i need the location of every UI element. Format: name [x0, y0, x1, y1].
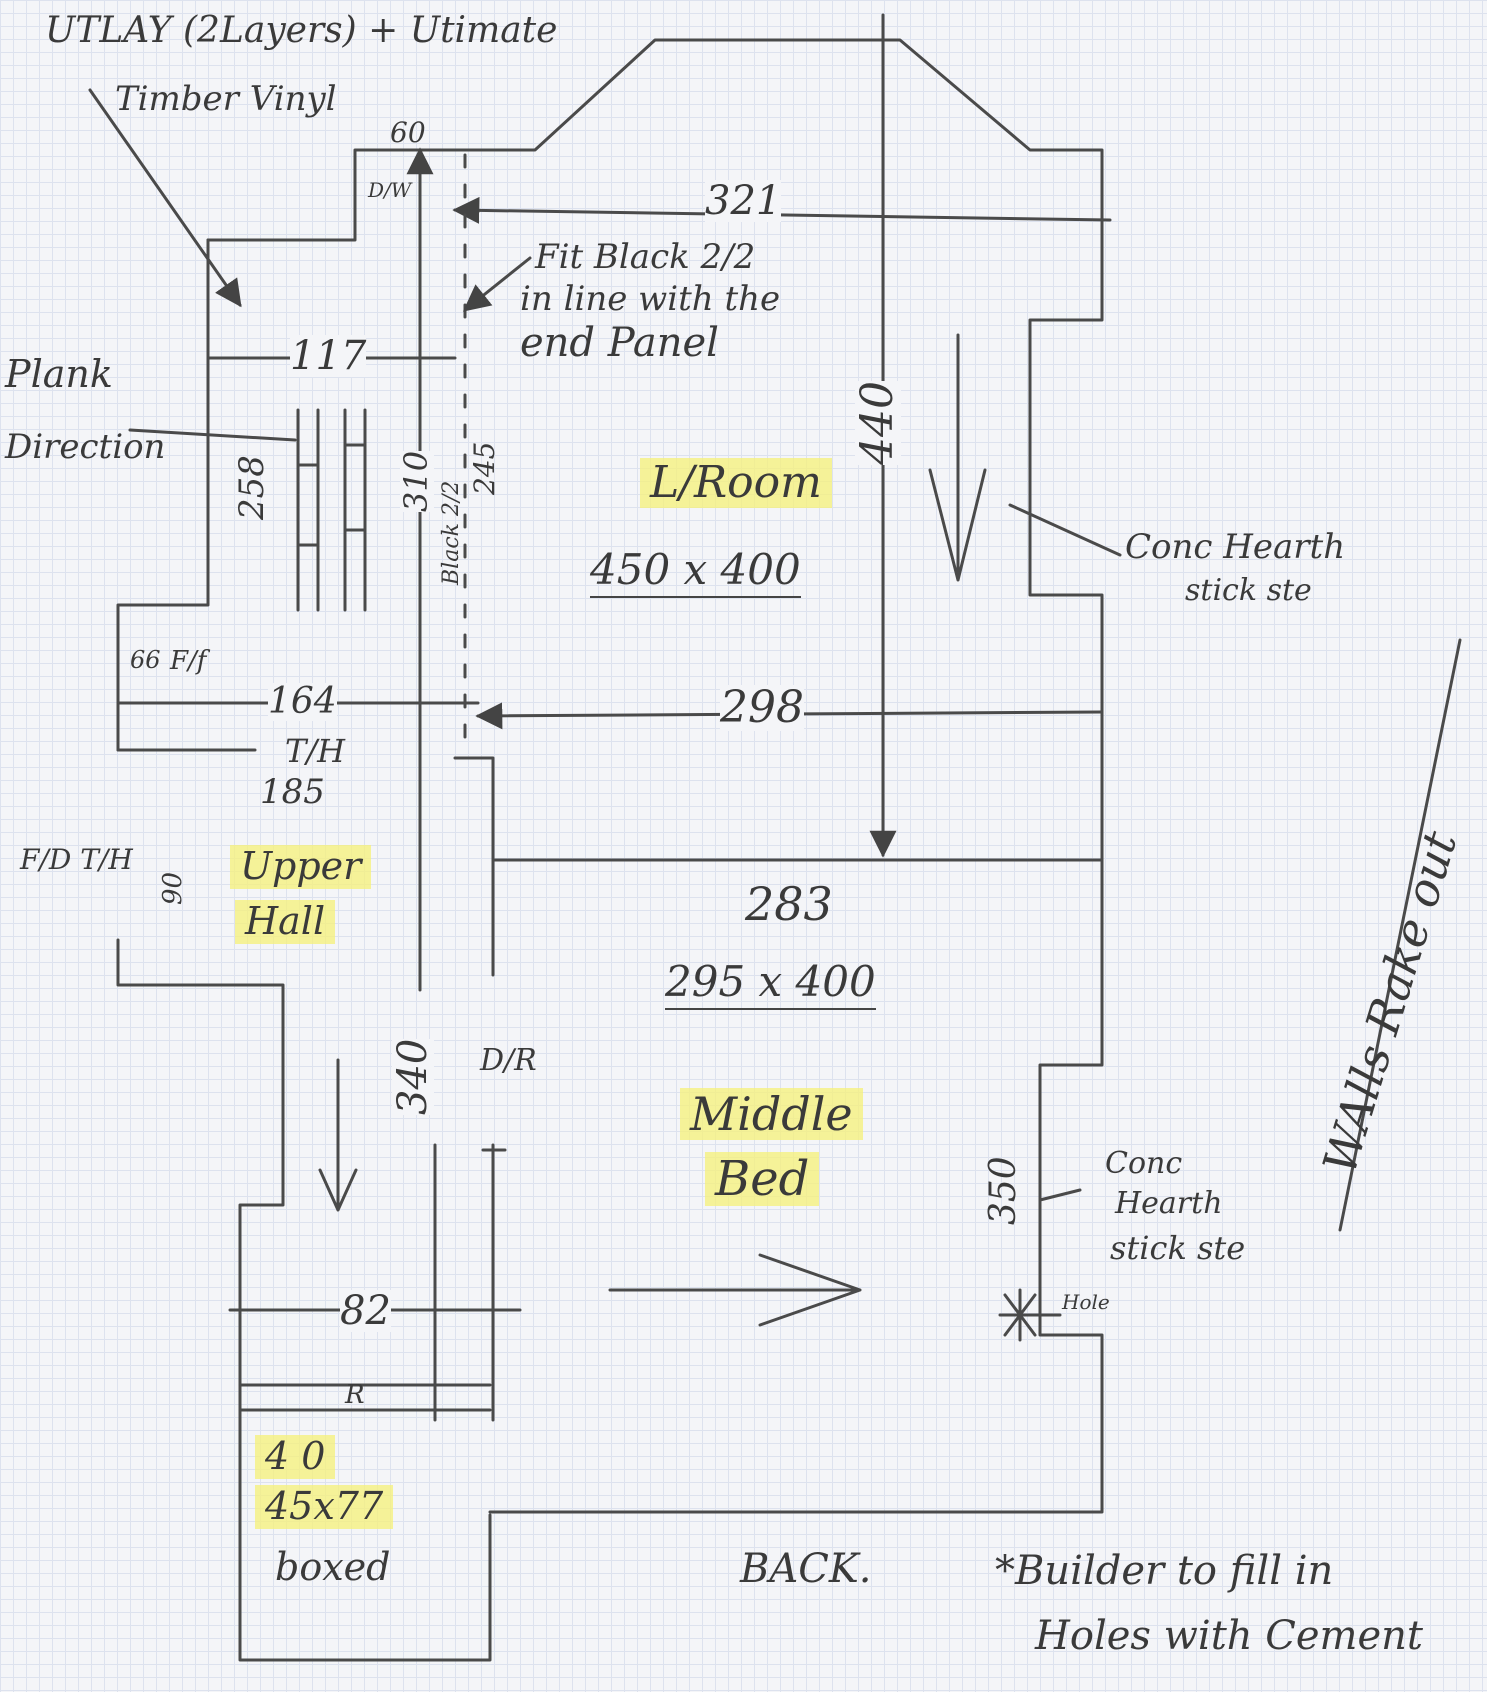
dr-label: D/R — [480, 1043, 537, 1078]
boxed-label: boxed — [275, 1545, 391, 1589]
middle-bed-wall — [488, 858, 1104, 1514]
black-22-label: Black 2/2 — [439, 480, 464, 585]
dim-line-350 — [1038, 1188, 1082, 1202]
r-label: R — [345, 1380, 365, 1410]
leader-hearth-1 — [1008, 503, 1122, 557]
dim-321: 321 — [705, 178, 782, 224]
fit-black-label-2: in line with the — [520, 279, 781, 319]
underlay-label: UTLAY (2Layers) + Utimate — [45, 10, 558, 51]
timber-vinyl-label: Timber Vinyl — [115, 79, 337, 119]
dim-66: 66 — [130, 646, 161, 674]
boxed-dim-2: 45x77 — [255, 1485, 394, 1529]
leader-fit-black — [462, 256, 532, 312]
dim-117: 117 — [290, 333, 367, 379]
dim-60: 60 — [390, 116, 426, 149]
dim-245: 245 — [468, 441, 501, 495]
dim-90: 90 — [158, 871, 188, 905]
th-label: T/H — [285, 732, 346, 770]
dim-340: 340 — [390, 1038, 436, 1115]
ff-label: F/f — [170, 646, 207, 676]
builder-note-1: *Builder to fill in — [995, 1548, 1334, 1594]
middle-bed-size: 295 x 400 — [665, 959, 876, 1011]
upper-hall-label-2: Hall — [235, 900, 336, 944]
conc-hearth-2a: Conc — [1105, 1146, 1183, 1181]
leader-timber-vinyl — [88, 88, 242, 308]
middle-bed-label-2: Bed — [705, 1152, 820, 1207]
leader-walls — [1338, 638, 1462, 1232]
lroom-title: L/Room — [640, 458, 832, 509]
back-label: BACK. — [740, 1546, 872, 1592]
fit-black-label-1: Fit Black 2/2 — [535, 237, 756, 277]
dim-283: 283 — [745, 877, 833, 931]
arrow-down-hall — [318, 1058, 358, 1212]
conc-hearth-1b: stick ste — [1185, 573, 1312, 608]
conc-hearth-1a: Conc Hearth — [1125, 527, 1346, 567]
conc-hearth-2b: Hearth — [1115, 1186, 1223, 1221]
dim-258: 258 — [232, 455, 272, 520]
fd-th-label: F/D T/H — [20, 843, 133, 876]
leader-plank-direction — [128, 428, 297, 442]
partition-wall — [453, 756, 495, 977]
lroom-wall-outline — [206, 38, 1104, 862]
conc-hearth-2c: stick ste — [1110, 1229, 1246, 1267]
dim-310: 310 — [397, 450, 435, 512]
hole-label: Hole — [1062, 1290, 1110, 1314]
upper-hall-label-1: Upper — [230, 845, 372, 889]
arrow-right-bed — [608, 1253, 862, 1327]
boxed-dim-1: 4 0 — [255, 1435, 336, 1479]
middle-bed-label-1: Middle — [680, 1088, 863, 1141]
dim-298: 298 — [720, 682, 804, 733]
lroom-size: 450 x 400 — [590, 547, 801, 599]
dim-164: 164 — [268, 681, 337, 722]
dim-82: 82 — [340, 1288, 391, 1334]
dim-line-321 — [452, 196, 1112, 224]
builder-note-2: Holes with Cement — [1035, 1613, 1423, 1659]
partition-wall-lower — [481, 1143, 507, 1422]
dim-350: 350 — [983, 1156, 1024, 1225]
plank-direction-symbol — [296, 408, 367, 612]
dim-440: 440 — [852, 381, 903, 465]
boxed-area-top — [238, 1383, 492, 1412]
dw-top-label: D/W — [368, 178, 412, 202]
dim-185: 185 — [260, 772, 325, 812]
plank-label: Plank — [5, 352, 113, 396]
arrow-down-lroom — [928, 333, 987, 582]
direction-label: Direction — [5, 427, 166, 467]
hall-left-wall — [116, 238, 492, 1662]
fit-black-label-3: end Panel — [520, 320, 719, 366]
hole-mark — [998, 1288, 1062, 1342]
